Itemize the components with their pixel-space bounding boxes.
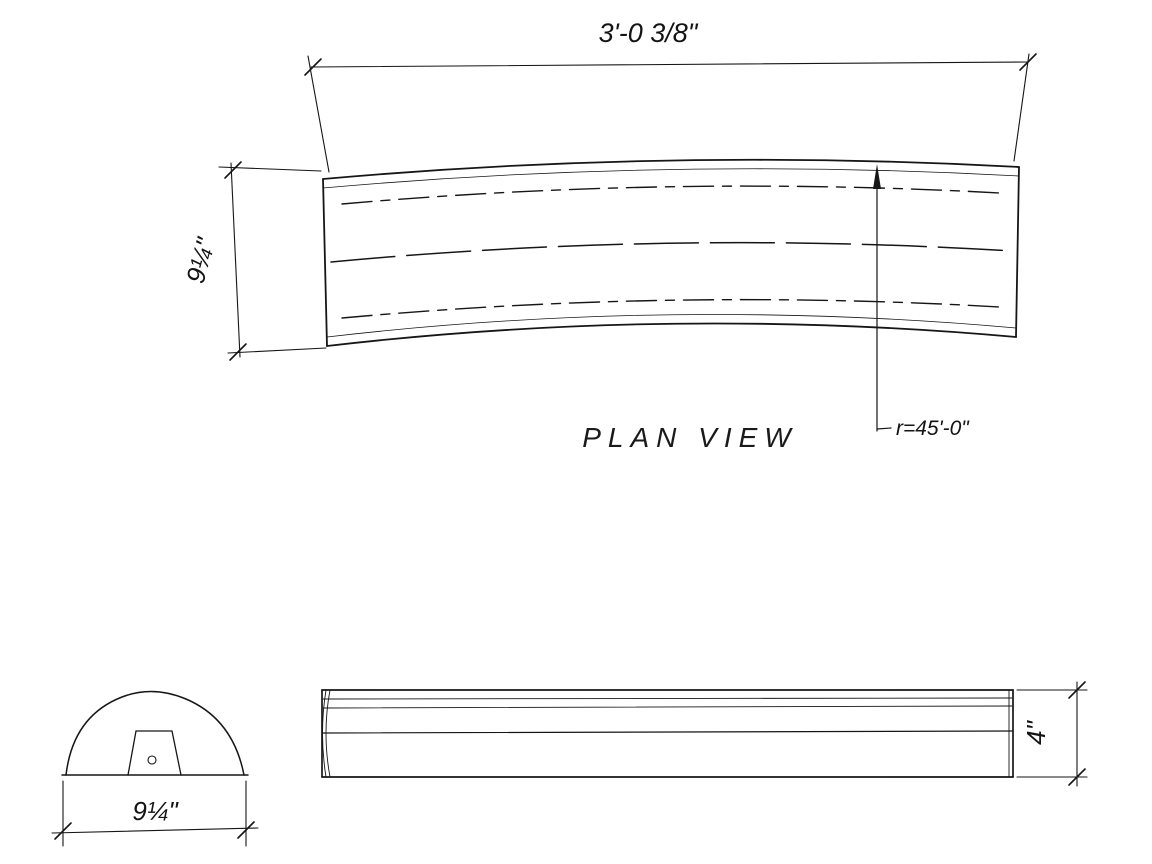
plan-hidden-line-lower [341, 298, 1001, 319]
dim-extension-line [227, 347, 327, 354]
plan-left-cap [322, 178, 328, 347]
plan-center-line-middle [330, 241, 1013, 263]
plan-width-dim-text: 9¼" [180, 233, 221, 286]
elevation-layer-line [322, 730, 1013, 734]
plan-view [322, 158, 1020, 347]
plan-view-title: PLAN VIEW [582, 422, 797, 453]
dim-tick-icon [224, 161, 242, 179]
radius-leader [873, 164, 892, 432]
arrowhead-icon [873, 164, 881, 189]
radius-label-text: r=45'-0" [896, 417, 970, 440]
section-width-dim-text: 9¼" [132, 796, 179, 826]
dim-tick-icon [229, 343, 247, 361]
plan-right-cap [1015, 166, 1020, 338]
elevation-view [321, 689, 1014, 778]
section-hole-icon [147, 755, 157, 765]
dim-tick-icon [304, 58, 322, 76]
dim-tick-icon [1068, 681, 1086, 699]
plan-length-dim-text: 3'-0 3/8" [599, 18, 699, 48]
elevation-height-dim-text: 4" [1021, 719, 1051, 744]
dim-tick-icon [54, 822, 72, 840]
dim-tick-icon [237, 821, 255, 839]
elevation-layer-line [322, 705, 1013, 709]
dim-extension-line [1013, 53, 1030, 162]
dim-tick-icon [1068, 768, 1086, 786]
section-keyway-notch [127, 730, 182, 776]
plan-length-dimension [304, 53, 1037, 173]
dim-extension-line [307, 55, 330, 173]
dim-tick-icon [1019, 53, 1037, 71]
plan-bottom-edge [326, 322, 1017, 347]
plan-top-inner-edge [322, 168, 1020, 189]
leader-elbow [876, 427, 892, 430]
dim-line [230, 162, 241, 358]
dim-line [310, 61, 1029, 68]
plan-hidden-line-upper [341, 185, 1001, 205]
plan-top-edge [322, 158, 1020, 180]
elevation-layer-line [322, 697, 1013, 700]
plan-width-dimension [218, 161, 327, 361]
section-width-dimension [51, 780, 259, 847]
section-view [61, 690, 249, 776]
dim-line [51, 827, 259, 834]
plan-bottom-inner-edge [326, 314, 1017, 338]
section-dome-outline [65, 690, 245, 776]
elevation-height-dimension [1016, 681, 1088, 787]
